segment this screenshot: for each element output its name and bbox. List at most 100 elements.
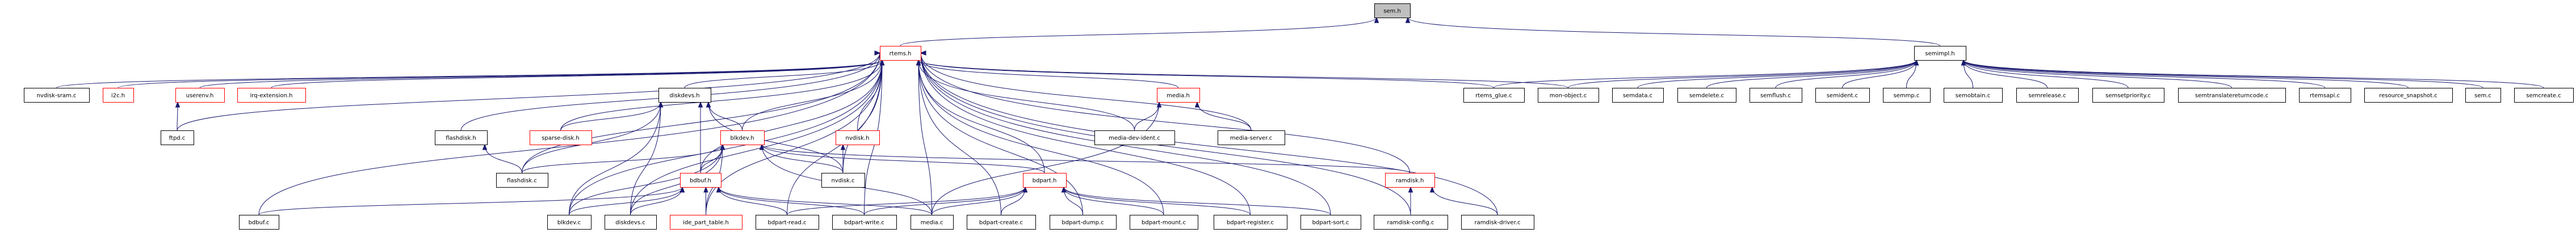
node-bdbuf-c[interactable]: bdbuf.c	[239, 215, 279, 230]
node-box[interactable]	[161, 130, 194, 145]
node-rtems-glue-c[interactable]: rtems_glue.c	[1463, 88, 1525, 103]
node-semmp-c[interactable]: semmp.c	[1883, 88, 1931, 103]
node-bdpart-create-c[interactable]: bdpart-create.c	[967, 215, 1036, 230]
node-box[interactable]	[680, 173, 721, 188]
node-box[interactable]	[1815, 88, 1870, 103]
node-bdpart-dump-c[interactable]: bdpart-dump.c	[1050, 215, 1117, 230]
node-media-c[interactable]: media.c	[911, 215, 954, 230]
node-box[interactable]	[2364, 88, 2453, 103]
node-media-server-c[interactable]: media-server.c	[1218, 130, 1285, 145]
node-box[interactable]	[832, 215, 897, 230]
node-semflush-c[interactable]: semflush.c	[1750, 88, 1802, 103]
node-ramdisk-h[interactable]: ramdisk.h	[1385, 173, 1435, 188]
node-ramdisk-driver-c[interactable]: ramdisk-driver.c	[1461, 215, 1534, 230]
node-nvdisk-h[interactable]: nvdisk.h	[836, 130, 880, 145]
node-flashdisk-c[interactable]: flashdisk.c	[496, 173, 548, 188]
node-box[interactable]	[1050, 215, 1117, 230]
node-box[interactable]	[821, 173, 865, 188]
node-box[interactable]	[1023, 173, 1067, 188]
node-rtemsapi-c[interactable]: rtemsapi.c	[2299, 88, 2351, 103]
node-nvdisk-sram-c[interactable]: nvdisk-sram.c	[24, 88, 90, 103]
node-bdpart-mount-c[interactable]: bdpart-mount.c	[1130, 215, 1198, 230]
node-box[interactable]	[2178, 88, 2286, 103]
node-userenv-h[interactable]: userenv.h	[175, 88, 225, 103]
node-box[interactable]	[1218, 130, 1285, 145]
node-box[interactable]	[496, 173, 548, 188]
node-bdpart-read-c[interactable]: bdpart-read.c	[756, 215, 819, 230]
node-box[interactable]	[911, 215, 954, 230]
node-bdpart-sort-c[interactable]: bdpart-sort.c	[1300, 215, 1361, 230]
node-box[interactable]	[2465, 88, 2501, 103]
node-box[interactable]	[720, 130, 765, 145]
node-box[interactable]	[1094, 130, 1175, 145]
node-box[interactable]	[1677, 88, 1736, 103]
node-box[interactable]	[1750, 88, 1802, 103]
node-box[interactable]	[967, 215, 1036, 230]
node-media-dev-ident-c[interactable]: media-dev-ident.c	[1094, 130, 1175, 145]
node-box[interactable]	[24, 88, 90, 103]
node-box[interactable]	[1461, 215, 1534, 230]
node-box[interactable]	[1374, 3, 1411, 18]
node-box[interactable]	[547, 215, 591, 230]
node-box[interactable]	[239, 215, 279, 230]
node-semcreate-c[interactable]: semcreate.c	[2514, 88, 2574, 103]
node-box[interactable]	[1538, 88, 1599, 103]
node-sem-h[interactable]: sem.h	[1374, 3, 1411, 18]
node-ide-part-table-h[interactable]: ide_part_table.h	[670, 215, 742, 230]
node-ftpd-c[interactable]: ftpd.c	[161, 130, 194, 145]
node-box[interactable]	[1300, 215, 1361, 230]
node-box[interactable]	[2514, 88, 2574, 103]
node-semrelease-c[interactable]: semrelease.c	[2016, 88, 2079, 103]
node-box[interactable]	[756, 215, 819, 230]
node-ramdisk-config-c[interactable]: ramdisk-config.c	[1374, 215, 1448, 230]
node-box[interactable]	[2092, 88, 2164, 103]
node-box[interactable]	[2016, 88, 2079, 103]
node-box[interactable]	[1463, 88, 1525, 103]
node-mon-object-c[interactable]: mon-object.c	[1538, 88, 1599, 103]
node-semobtain-c[interactable]: semobtain.c	[1944, 88, 2003, 103]
node-box[interactable]	[1214, 215, 1287, 230]
node-semident-c[interactable]: semident.c	[1815, 88, 1870, 103]
node-semtranslatereturncode-c[interactable]: semtranslatereturncode.c	[2178, 88, 2286, 103]
node-semimpl-h[interactable]: semimpl.h	[1914, 46, 1966, 61]
node-diskdevs-h[interactable]: diskdevs.h	[658, 88, 711, 103]
node-box[interactable]	[1385, 173, 1435, 188]
node-resource-snapshot-c[interactable]: resource_snapshot.c	[2364, 88, 2453, 103]
node-box[interactable]	[103, 88, 134, 103]
node-blkdev-c[interactable]: blkdev.c	[547, 215, 591, 230]
node-box[interactable]	[670, 215, 742, 230]
node-box[interactable]	[1612, 88, 1664, 103]
node-box[interactable]	[658, 88, 711, 103]
node-irq-extension-h[interactable]: irq-extension.h	[237, 88, 306, 103]
node-box[interactable]	[435, 130, 488, 145]
node-box[interactable]	[880, 46, 921, 61]
node-nvdisk-c[interactable]: nvdisk.c	[821, 173, 865, 188]
node-rtems-h[interactable]: rtems.h	[880, 46, 921, 61]
node-box[interactable]	[175, 88, 225, 103]
node-box[interactable]	[1914, 46, 1966, 61]
node-flashdisk-h[interactable]: flashdisk.h	[435, 130, 488, 145]
node-semsetpriority-c[interactable]: semsetpriority.c	[2092, 88, 2164, 103]
node-sem-c[interactable]: sem.c	[2465, 88, 2501, 103]
node-bdpart-register-c[interactable]: bdpart-register.c	[1214, 215, 1287, 230]
node-semdelete-c[interactable]: semdelete.c	[1677, 88, 1736, 103]
node-semdata-c[interactable]: semdata.c	[1612, 88, 1664, 103]
node-media-h[interactable]: media.h	[1157, 88, 1200, 103]
node-box[interactable]	[1374, 215, 1448, 230]
node-box[interactable]	[605, 215, 657, 230]
node-box[interactable]	[2299, 88, 2351, 103]
node-bdbuf-h[interactable]: bdbuf.h	[680, 173, 721, 188]
node-box[interactable]	[237, 88, 306, 103]
node-diskdevs-c[interactable]: diskdevs.c	[605, 215, 657, 230]
node-box[interactable]	[1883, 88, 1931, 103]
node-i2c-h[interactable]: i2c.h	[103, 88, 134, 103]
node-blkdev-h[interactable]: blkdev.h	[720, 130, 765, 145]
node-box[interactable]	[836, 130, 880, 145]
node-sparse-disk-h[interactable]: sparse-disk.h	[530, 130, 592, 145]
node-bdpart-h[interactable]: bdpart.h	[1023, 173, 1067, 188]
node-box[interactable]	[1157, 88, 1200, 103]
node-box[interactable]	[530, 130, 592, 145]
node-box[interactable]	[1944, 88, 2003, 103]
node-box[interactable]	[1130, 215, 1198, 230]
node-bdpart-write-c[interactable]: bdpart-write.c	[832, 215, 897, 230]
